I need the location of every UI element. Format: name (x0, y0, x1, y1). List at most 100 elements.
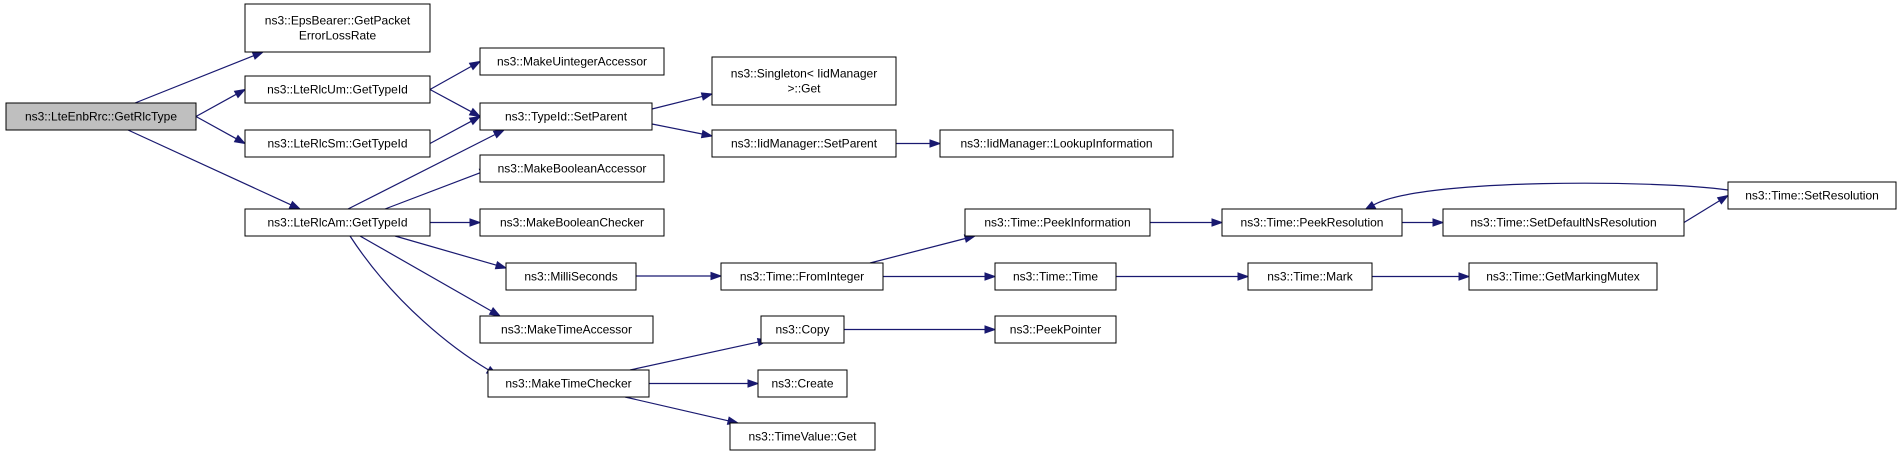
node-label: ns3::IidManager::SetParent (731, 137, 878, 151)
node-box (505, 262, 637, 291)
node-n18[interactable]: ns3::TimeValue::Get (729, 422, 876, 451)
edge-arrowhead (468, 107, 482, 118)
edge-line (127, 129, 292, 206)
edge-arrowhead (288, 200, 302, 210)
edge-line (195, 93, 237, 118)
edge-arrowhead (1458, 272, 1471, 281)
node-box (1247, 262, 1373, 291)
node-label: ns3::Time::FromInteger (740, 270, 864, 284)
node-box (244, 129, 431, 158)
node-n7[interactable]: ns3::MakeBooleanAccessor (479, 154, 665, 183)
edge-line (429, 88, 472, 113)
node-n13[interactable]: ns3::IidManager::SetParent (711, 129, 897, 158)
node-label: ns3::TimeValue::Get (748, 430, 857, 444)
edge-line (134, 55, 254, 104)
node-n16[interactable]: ns3::Copy (760, 315, 845, 344)
edge-arrowhead (700, 92, 714, 101)
node-n11[interactable]: ns3::MakeTimeChecker (487, 369, 650, 398)
edge-n11-n17 (649, 379, 760, 388)
node-label: ns3::PeekPointer (1010, 323, 1101, 337)
node-n22[interactable]: ns3::Time::PeekResolution (1221, 208, 1403, 237)
edge-arrowhead (747, 379, 760, 388)
node-n15[interactable]: ns3::Time::FromInteger (720, 262, 884, 291)
edge-n20-n23 (1116, 272, 1250, 281)
edge-arrowhead (1237, 272, 1250, 281)
edge-n4-n11 (349, 235, 499, 376)
edge-n15-n19 (869, 234, 977, 264)
edge-n23-n25 (1372, 272, 1471, 281)
node-box (244, 208, 431, 237)
edge-arrowhead (468, 60, 482, 71)
edge-n22-n24 (1402, 218, 1445, 227)
node-label: ns3::Singleton< IidManager (731, 67, 877, 81)
node-label: ns3::LteRlcSm::GetTypeId (267, 137, 407, 151)
edge-arrowhead (233, 134, 247, 145)
edge-n24-n26 (1683, 194, 1730, 224)
node-n14[interactable]: ns3::IidManager::LookupInformation (939, 129, 1174, 158)
edge-n9-n15 (636, 271, 723, 281)
node-n26[interactable]: ns3::Time::SetResolution (1727, 181, 1897, 210)
edge-line (869, 237, 966, 264)
edge-line (349, 235, 489, 371)
node-label: ns3::MakeTimeAccessor (501, 323, 632, 337)
node-n20[interactable]: ns3::Time::Time (994, 262, 1117, 291)
edge-arrowhead (710, 271, 723, 281)
edge-n6-n13 (651, 123, 714, 139)
node-label: ns3::Create (771, 377, 833, 391)
node-n2[interactable]: ns3::LteRlcUm::GetTypeId (244, 75, 431, 104)
edge-arrowhead (492, 129, 506, 139)
edge-n0-n2 (195, 88, 247, 118)
node-box (720, 262, 884, 291)
call-graph-nodes: ns3::LteEnbRrc::GetRlcType ns3::EpsBearer… (5, 3, 1897, 451)
edge-arrowhead (984, 272, 997, 281)
edge-n2-n6 (429, 88, 482, 118)
node-box (711, 129, 897, 158)
node-n19[interactable]: ns3::Time::PeekInformation (964, 208, 1151, 237)
node-box (994, 315, 1117, 344)
edge-line (429, 65, 472, 91)
node-n5[interactable]: ns3::MakeUintegerAccessor (479, 47, 665, 76)
edge-arrowhead (1211, 218, 1224, 227)
edge-n15-n20 (883, 272, 997, 281)
node-box (964, 208, 1151, 237)
edge-arrowhead (1716, 194, 1730, 205)
node-label: ns3::LteEnbRrc::GetRlcType (25, 110, 177, 124)
node-label: ns3::Time::GetMarkingMutex (1486, 270, 1640, 284)
node-n17[interactable]: ns3::Create (757, 369, 848, 398)
node-n6[interactable]: ns3::TypeId::SetParent (479, 102, 653, 131)
edge-n11-n18 (624, 396, 740, 425)
node-box (1727, 181, 1897, 210)
node-label: ns3::Time::Mark (1267, 270, 1354, 284)
node-box (487, 369, 650, 398)
node-n21[interactable]: ns3::PeekPointer (994, 315, 1117, 344)
edge-n4-n6 (347, 129, 506, 210)
node-box (1468, 262, 1658, 291)
node-label: ns3::Time::SetDefaultNsResolution (1470, 216, 1656, 230)
node-n8[interactable]: ns3::MakeBooleanChecker (479, 208, 665, 237)
node-n23[interactable]: ns3::Time::Mark (1247, 262, 1373, 291)
node-label: ns3::MakeUintegerAccessor (497, 55, 647, 69)
node-label: >::Get (787, 82, 821, 96)
node-box (479, 154, 665, 183)
node-n10[interactable]: ns3::MakeTimeAccessor (479, 315, 654, 344)
edge-arrowhead (700, 129, 714, 139)
edge-arrowhead (1432, 218, 1445, 227)
edge-line (394, 235, 497, 266)
node-box (479, 315, 654, 344)
edge-n0-n3 (195, 115, 247, 145)
node-n12[interactable]: ns3::Singleton< IidManager>::Get (711, 56, 897, 106)
node-n4[interactable]: ns3::LteRlcAm::GetTypeId (244, 208, 431, 237)
node-box (729, 422, 876, 451)
node-n0[interactable]: ns3::LteEnbRrc::GetRlcType (5, 102, 197, 131)
node-box (479, 47, 665, 76)
node-n9[interactable]: ns3::MilliSeconds (505, 262, 637, 291)
edge-line (195, 115, 237, 140)
edge-line (624, 396, 729, 422)
node-n24[interactable]: ns3::Time::SetDefaultNsResolution (1442, 208, 1685, 237)
edge-line (651, 123, 703, 135)
node-n25[interactable]: ns3::Time::GetMarkingMutex (1468, 262, 1658, 291)
node-label: ns3::MakeBooleanAccessor (498, 162, 647, 176)
node-n3[interactable]: ns3::LteRlcSm::GetTypeId (244, 129, 431, 158)
